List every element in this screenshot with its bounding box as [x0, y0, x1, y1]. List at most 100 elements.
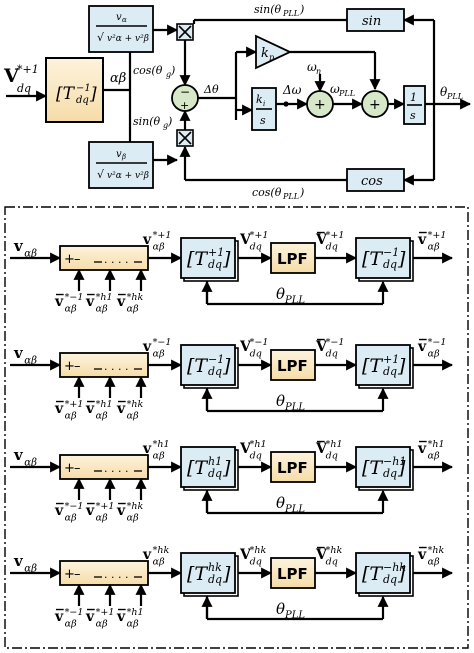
svg-text:v: v — [116, 149, 122, 160]
svg-text:αβ: αβ — [428, 556, 440, 567]
subtract-input-label: v*+1αβ — [85, 607, 114, 629]
svg-text:*hk: *hk — [153, 545, 170, 556]
subtract-input-label: v*−1αβ — [54, 501, 83, 523]
subtractor-block: +–. . . . — [59, 245, 149, 271]
svg-text:αβ: αβ — [24, 248, 37, 260]
svg-text:v: v — [54, 609, 64, 625]
svg-text:dq: dq — [208, 258, 222, 271]
svg-text:[T: [T — [362, 248, 383, 270]
svg-text:*−1: *−1 — [326, 337, 345, 348]
svg-text:[T: [T — [362, 355, 383, 377]
subtractor-block: +–. . . . — [59, 560, 149, 586]
svg-text:αβ: αβ — [96, 410, 108, 421]
svg-text:): ) — [170, 64, 175, 77]
svg-text:αβ: αβ — [24, 355, 37, 367]
svg-text:dq: dq — [17, 82, 31, 95]
dq-filtered-label: V*+1dq — [315, 230, 344, 252]
svg-text:LPF: LPF — [277, 565, 308, 583]
pll-alpha-beta-label: αβ — [110, 71, 126, 86]
svg-text:*hk: *hk — [127, 399, 144, 410]
svg-text:αβ: αβ — [127, 618, 139, 629]
svg-text:]: ] — [397, 355, 406, 377]
svg-text:dq: dq — [383, 467, 397, 480]
kp-gain-block — [255, 34, 293, 70]
svg-text:*h1: *h1 — [326, 439, 343, 450]
subtractor-block: +–. . . . — [59, 454, 149, 480]
svg-text:*+1: *+1 — [65, 399, 84, 410]
svg-text:v: v — [142, 232, 152, 248]
svg-text:αβ: αβ — [65, 303, 77, 314]
cos-pll-label: cos(θ — [252, 186, 282, 199]
svg-text:−1: −1 — [76, 83, 91, 94]
svg-text:v: v — [85, 401, 95, 417]
svg-text:dq: dq — [326, 348, 338, 359]
svg-text:+: + — [64, 359, 75, 374]
svg-text:−hk: −hk — [383, 561, 406, 574]
svg-text:]: ] — [89, 84, 97, 104]
forward-transform-block: [T+1dq] — [180, 237, 239, 282]
svg-text:−1: −1 — [208, 353, 224, 366]
svg-text:+: + — [369, 97, 381, 113]
svg-text:αβ: αβ — [24, 457, 37, 469]
svg-text:αβ: αβ — [65, 618, 77, 629]
svg-text:PLL: PLL — [446, 92, 463, 101]
svg-text:PLL: PLL — [284, 402, 305, 413]
cos-theta-g-label: cos(θ — [133, 64, 163, 77]
svg-text:*+1: *+1 — [428, 230, 447, 241]
delta-omega-label: Δω — [282, 83, 302, 97]
svg-text:v: v — [417, 232, 427, 248]
svg-text:LPF: LPF — [277, 459, 308, 477]
svg-text:√: √ — [97, 168, 105, 181]
svg-text:*hk: *hk — [250, 545, 267, 556]
svg-text:dq: dq — [383, 573, 397, 586]
svg-text:*+1: *+1 — [326, 230, 345, 241]
svg-text:αβ: αβ — [65, 410, 77, 421]
svg-text:v: v — [116, 294, 126, 310]
svg-text:v: v — [417, 441, 427, 457]
sin-theta-g-label: sin(θ — [133, 115, 161, 128]
svg-text:αβ: αβ — [428, 348, 440, 359]
svg-text:n: n — [316, 67, 321, 76]
svg-text:[T: [T — [362, 563, 383, 585]
svg-text:*+1: *+1 — [96, 501, 115, 512]
svg-text:v: v — [85, 503, 95, 519]
svg-text:dq: dq — [208, 365, 222, 378]
svg-text:h1: h1 — [208, 455, 222, 468]
svg-text:. . . .: . . . . — [104, 253, 128, 266]
svg-text:+: + — [180, 99, 189, 112]
svg-text:αβ: αβ — [153, 556, 165, 567]
svg-text:*+1: *+1 — [96, 607, 115, 618]
svg-text:dq: dq — [208, 573, 222, 586]
svg-text:v²α + v²β: v²α + v²β — [107, 34, 149, 44]
dq-filtered-label: V*−1dq — [315, 337, 344, 359]
extracted-signal-label: v*+1αβ — [142, 230, 171, 252]
svg-text:dq: dq — [326, 450, 338, 461]
svg-text:dq: dq — [250, 348, 262, 359]
inverse-transform-block: [T−1dq] — [355, 237, 414, 282]
svg-text:): ) — [299, 186, 304, 199]
svg-text:v: v — [142, 547, 152, 563]
svg-text:sin: sin — [362, 14, 381, 29]
svg-text:v: v — [85, 609, 95, 625]
channel-output-label: v*+1αβ — [417, 230, 446, 252]
svg-text:αβ: αβ — [127, 410, 139, 421]
svg-text:αβ: αβ — [65, 512, 77, 523]
svg-text:+1: +1 — [208, 246, 224, 259]
svg-text:s: s — [260, 114, 266, 127]
svg-text:*h1: *h1 — [96, 292, 113, 303]
svg-text:+: + — [64, 252, 75, 267]
svg-text:β: β — [121, 153, 126, 161]
svg-text:v: v — [116, 12, 122, 23]
